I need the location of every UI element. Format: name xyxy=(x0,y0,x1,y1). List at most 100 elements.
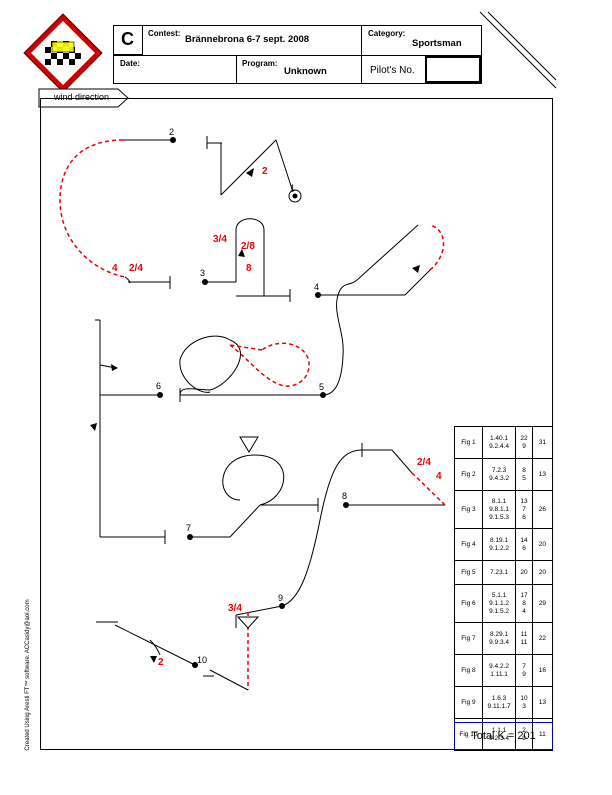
figure-name: Fig 9 xyxy=(454,686,483,719)
figure-4-shape xyxy=(318,224,445,296)
catalog-number: 1.6.3 xyxy=(491,694,507,702)
catalog-number: 9.4.3.2 xyxy=(489,474,509,482)
contest-label: Contest: xyxy=(148,29,181,38)
catalog-number: 9.2.4.4 xyxy=(489,442,509,450)
k-value: 7 xyxy=(522,662,526,670)
figure-k-values: 20 xyxy=(515,560,533,585)
figure-number-1: 1 xyxy=(290,183,295,193)
catalog-number: 9.1.5.2 xyxy=(489,607,509,615)
figure-total: 13 xyxy=(531,458,554,491)
category-value: Sportsman xyxy=(412,38,462,49)
k-value: 5 xyxy=(522,474,526,482)
roll-label-fig8-a: 2/4 xyxy=(417,457,431,468)
catalog-number: 9.4.2.2 xyxy=(489,662,509,670)
figure-total: 31 xyxy=(531,426,554,459)
k-value: 8 xyxy=(522,466,526,474)
figure-number-7: 7 xyxy=(186,523,191,533)
roll-label-fig3-b: 2/8 xyxy=(241,241,255,252)
figure-number-2: 2 xyxy=(169,127,174,137)
roll-label-fig3-a: 3/4 xyxy=(213,234,227,245)
k-value: 10 xyxy=(520,694,528,702)
figure-name: Fig 5 xyxy=(454,560,483,585)
catalog-number: 9.1.1.2 xyxy=(489,599,509,607)
catalog-number: 5.1.1 xyxy=(491,591,507,599)
figure-number-4: 4 xyxy=(314,282,319,292)
figure-catalog: 7.23.1 xyxy=(481,560,517,585)
k-value: 8 xyxy=(522,599,526,607)
figure-6-shape xyxy=(95,319,160,537)
k-value: 20 xyxy=(520,568,528,576)
k-value: 3 xyxy=(522,702,526,710)
catalog-number: 9.1.5.3 xyxy=(489,513,509,521)
figure-number-3: 3 xyxy=(200,268,205,278)
k-value: 17 xyxy=(520,591,528,599)
program-letter: C xyxy=(121,29,134,49)
figure-10-shape xyxy=(96,621,249,691)
catalog-number: 9.8.1.1 xyxy=(489,505,509,513)
k-value: 6 xyxy=(522,544,526,552)
total-k: Total K = 201 xyxy=(454,722,553,750)
k-value: 22 xyxy=(520,434,528,442)
catalog-number: 9.11.1.7 xyxy=(487,702,511,710)
figure-5-shape xyxy=(179,289,344,402)
catalog-number: 7.2.3 xyxy=(491,466,507,474)
category-label: Category: xyxy=(368,29,406,38)
roll-label-fig1: 2 xyxy=(262,166,268,177)
k-value: 4 xyxy=(522,607,526,615)
figure-name: Fig 6 xyxy=(454,584,483,623)
contest-value: Brännebrona 6-7 sept. 2008 xyxy=(185,34,310,45)
figure-name: Fig 3 xyxy=(454,490,483,529)
figure-7-shape xyxy=(100,454,319,544)
k-value: 13 xyxy=(520,497,528,505)
program-label: Program: xyxy=(242,59,278,68)
figure-total: 11 xyxy=(531,718,554,751)
catalog-number: 9.1.2.2 xyxy=(489,544,509,552)
k-value: 6 xyxy=(522,513,526,521)
roll-label-fig2-b: 4 xyxy=(112,263,118,274)
pilot-number-field[interactable] xyxy=(425,56,481,83)
k-value: 11 xyxy=(520,630,528,638)
diagram-frame xyxy=(40,98,553,750)
figure-total: 22 xyxy=(531,622,554,655)
pilot-box: Pilot's No. xyxy=(361,55,482,84)
figure-8-shape xyxy=(346,443,446,506)
figure-number-9: 9 xyxy=(278,593,283,603)
figure-total: 13 xyxy=(531,686,554,719)
figure-name: Fig 4 xyxy=(454,528,483,561)
k-value: 9 xyxy=(522,670,526,678)
k-value: 9 xyxy=(522,442,526,450)
figure-number-6: 6 xyxy=(156,381,161,391)
figure-9-shape xyxy=(235,449,363,690)
catalog-number: 1.40.1 xyxy=(490,434,509,442)
k-value: 9 xyxy=(522,734,526,742)
figure-name: Fig 8 xyxy=(454,654,483,687)
wind-direction-label: wind direction xyxy=(54,92,110,102)
figure-number-5: 5 xyxy=(319,382,324,392)
roll-label-fig3-c: 8 xyxy=(246,263,252,274)
figure-name: Fig 1 xyxy=(454,426,483,459)
date-label: Date: xyxy=(120,59,141,68)
figure-total: 26 xyxy=(531,490,554,529)
